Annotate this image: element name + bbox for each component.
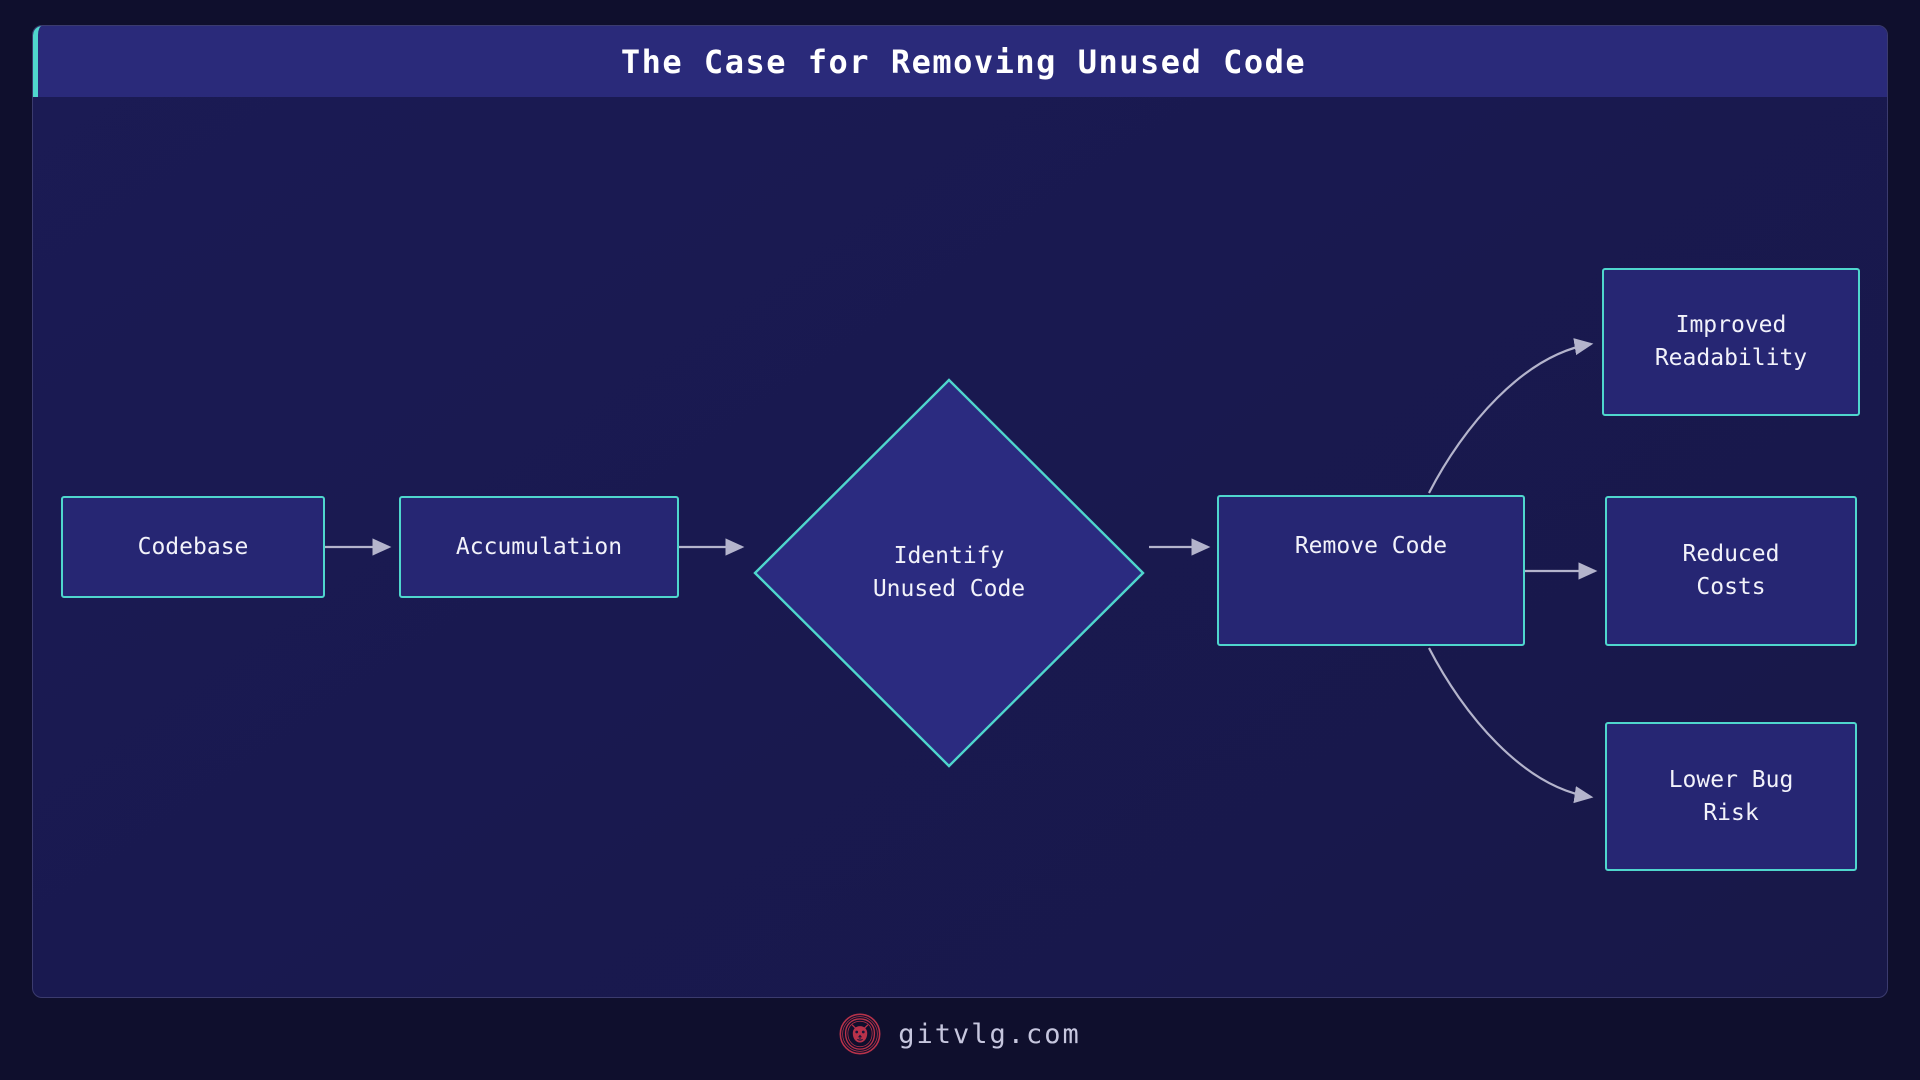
brand-text: gitvlg.com: [898, 1018, 1081, 1050]
node-identify-unused-code-label: Identify Unused Code: [872, 543, 1026, 602]
lion-head-logo: [839, 1013, 881, 1055]
title-bar: The Case for Removing Unused Code: [33, 26, 1887, 97]
diagram-canvas: Codebase Accumulation Identify Unused Co…: [33, 97, 1887, 997]
diamond-shape: [753, 378, 1145, 768]
node-accumulation[interactable]: Accumulation: [399, 496, 679, 598]
page-title: The Case for Removing Unused Code: [620, 42, 1307, 81]
edge-remove-improved: [1428, 338, 1594, 494]
node-reduced-costs[interactable]: Reduced Costs: [1605, 496, 1857, 646]
edge-remove-lowerbug: [1428, 647, 1594, 804]
node-lower-bug-risk[interactable]: Lower Bug Risk: [1605, 722, 1857, 871]
node-codebase[interactable]: Codebase: [61, 496, 325, 598]
diagram-card: The Case for Removing Unused Code: [32, 25, 1888, 998]
node-remove-code[interactable]: Remove Code: [1217, 495, 1525, 646]
node-improved-readability[interactable]: Improved Readability: [1602, 268, 1860, 416]
node-identify-unused-code[interactable]: Identify Unused Code: [751, 376, 1147, 770]
footer: gitvlg.com: [0, 1008, 1920, 1060]
